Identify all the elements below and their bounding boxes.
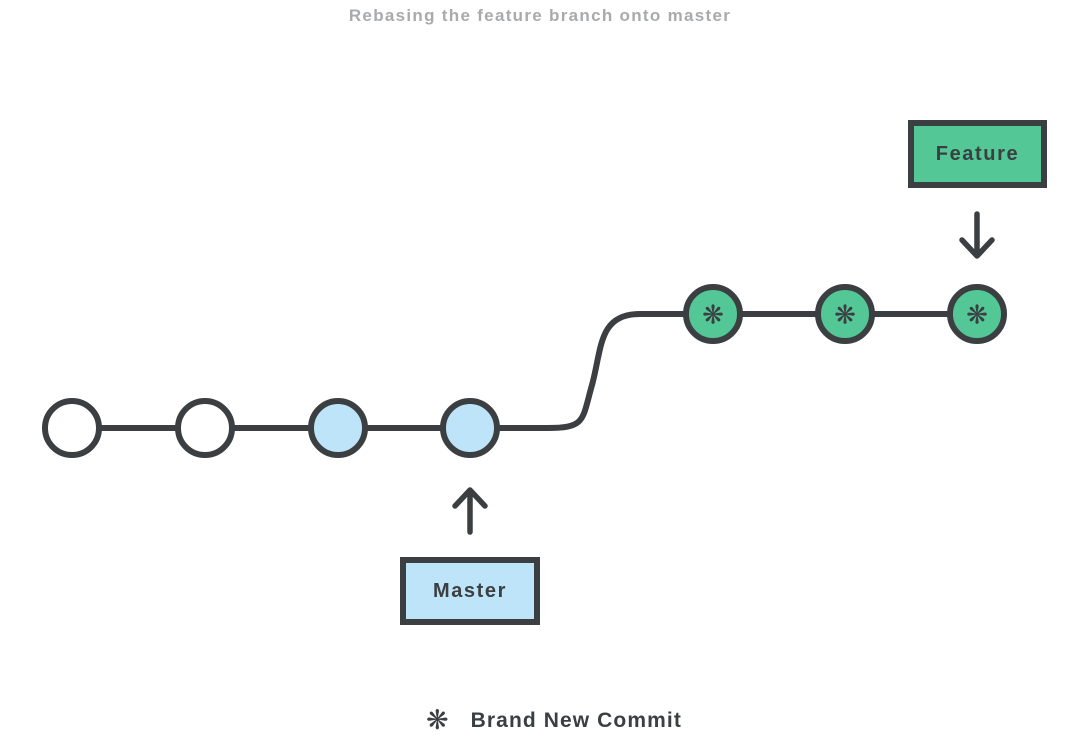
commit-node-master-2 <box>175 398 235 458</box>
diagram-title: Rebasing the feature branch onto master <box>348 6 732 25</box>
commit-node-feature-1 <box>683 284 743 344</box>
commit-node-feature-3 <box>947 284 1007 344</box>
legend: ❋ Brand New Commit <box>426 707 682 734</box>
feature-branch-label-text: Feature <box>935 142 1020 165</box>
feature-branch-label: Feature <box>908 120 1047 188</box>
rebase-curve-line <box>470 311 713 431</box>
master-branch-label-text: Master <box>432 579 508 602</box>
new-commit-icon: ❋ <box>426 705 449 736</box>
legend-label: Brand New Commit <box>470 708 682 732</box>
commit-node-master-3 <box>308 398 368 458</box>
new-commit-icon: ❋ <box>834 301 856 331</box>
commit-node-feature-2 <box>815 284 875 344</box>
new-commit-icon: ❋ <box>966 301 988 331</box>
down-arrow-icon <box>959 211 995 259</box>
master-branch-label: Master <box>400 557 540 625</box>
new-commit-icon: ❋ <box>702 301 724 331</box>
commit-node-master-1 <box>42 398 102 458</box>
commit-node-master-4 <box>440 398 500 458</box>
up-arrow-icon <box>452 487 488 535</box>
